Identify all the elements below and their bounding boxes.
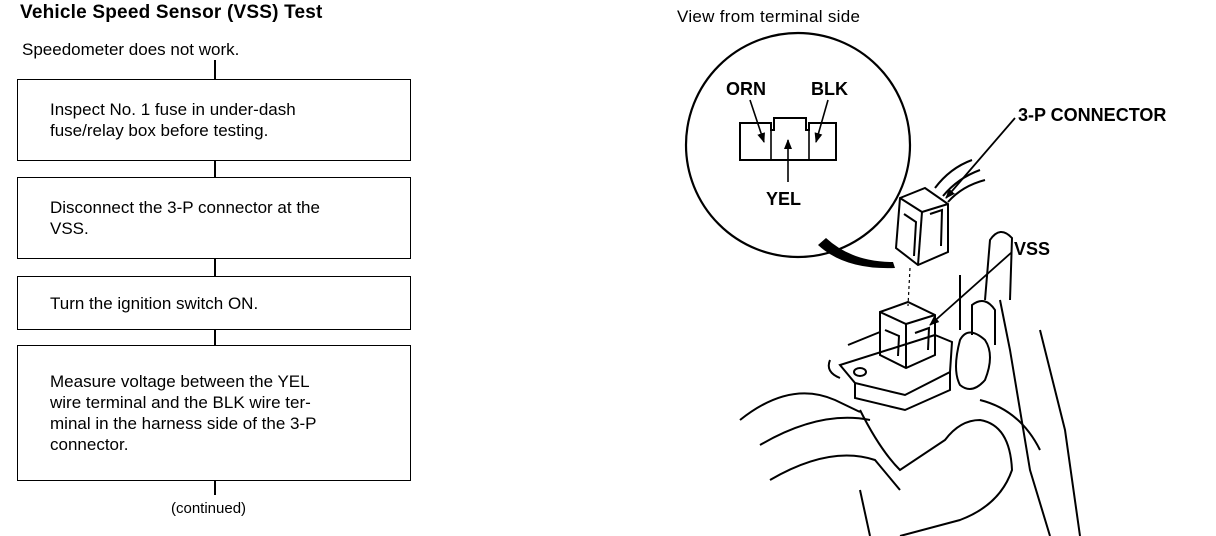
connector-callout-arrow — [945, 117, 1016, 199]
vss-sensor-body — [739, 231, 1081, 536]
wire-label-orn: ORN — [726, 79, 766, 99]
magnifier-tail — [818, 238, 895, 269]
view-label: View from terminal side — [677, 7, 861, 26]
flowchart-step-disconnect-connector: Disconnect the 3-P connector at the VSS. — [17, 177, 411, 259]
flow-connector-line — [214, 161, 216, 177]
blk-pointer-arrow — [814, 99, 829, 143]
vss-label: VSS — [1014, 239, 1050, 259]
flow-connector-line — [214, 259, 216, 276]
flowchart-step-measure-voltage: Measure voltage between the YEL wire ter… — [17, 345, 411, 481]
flowchart-step-ignition-on: Turn the ignition switch ON. — [17, 276, 411, 330]
step-text: Measure voltage between the YEL wire ter… — [50, 372, 317, 454]
step-text: Disconnect the 3-P connector at the VSS. — [50, 198, 320, 238]
terminal-view-circle — [684, 31, 912, 259]
connector-label: 3-P CONNECTOR — [1018, 105, 1166, 125]
step-text: Turn the ignition switch ON. — [50, 293, 259, 313]
orn-pointer-arrow — [749, 99, 765, 143]
flow-connector-line — [214, 481, 216, 495]
flow-connector-line — [214, 60, 216, 79]
wire-label-yel: YEL — [766, 189, 801, 209]
wire-label-blk: BLK — [811, 79, 848, 99]
step-text: Inspect No. 1 fuse in under-dash fuse/re… — [50, 100, 296, 140]
flowchart-step-inspect-fuse: Inspect No. 1 fuse in under-dash fuse/re… — [17, 79, 411, 161]
alignment-line — [907, 267, 911, 307]
flow-connector-line — [214, 330, 216, 345]
vss-callout-arrow — [929, 251, 1013, 326]
flowchart-start-symptom: Speedometer does not work. — [22, 40, 240, 59]
page-title: Vehicle Speed Sensor (VSS) Test — [20, 2, 323, 23]
harness-connector-plug — [894, 159, 986, 267]
continued-note: (continued) — [171, 500, 247, 517]
